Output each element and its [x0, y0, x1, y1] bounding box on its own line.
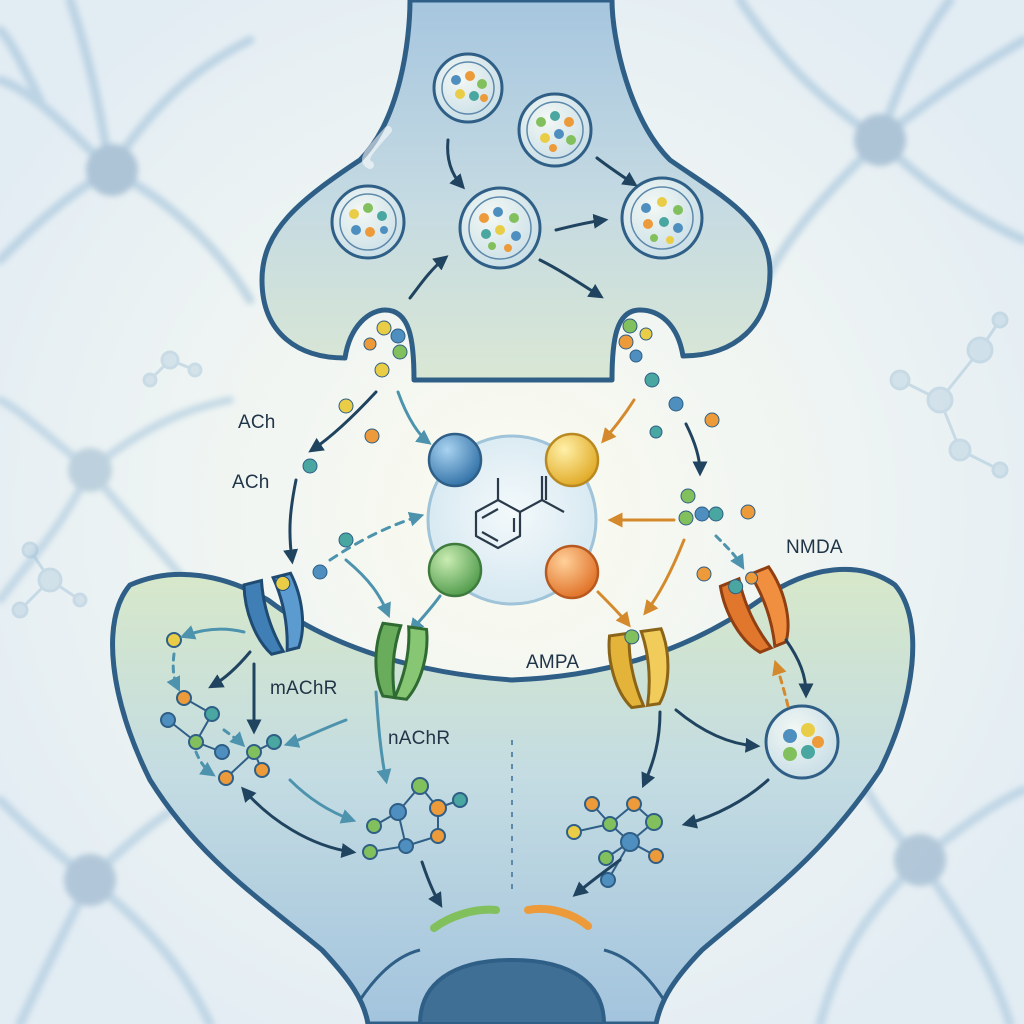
- nachr-receptor-icon: [374, 621, 429, 701]
- dendrite-core: [417, 957, 607, 1024]
- synaptic-vesicle-icon: [517, 92, 593, 168]
- vesicle-trafficking-arrows: [408, 138, 638, 300]
- release-arrows: [283, 390, 745, 634]
- ampa-label: AMPA: [526, 652, 580, 673]
- signaling-network-icon: [160, 632, 282, 786]
- signaling-network-icon: [566, 796, 664, 888]
- signaling-arrows: [166, 625, 814, 908]
- transmitter-sphere-green: [427, 542, 483, 598]
- ion-channel-segment-orange: [524, 905, 592, 930]
- synaptic-vesicle-icon: [764, 704, 840, 780]
- chemical-structure-icon: [474, 476, 565, 550]
- synaptic-vesicle-icon: [458, 186, 542, 270]
- ampa-receptor-icon: [607, 627, 670, 710]
- neurotransmitter-molecule-icon: [363, 318, 660, 388]
- transmitter-sphere-orange: [544, 544, 600, 600]
- machr-receptor-icon: [242, 571, 305, 656]
- synaptic-vesicle-icon: [330, 184, 406, 260]
- nmda-receptor-icon: [718, 565, 790, 654]
- membrane-line: [358, 948, 421, 1001]
- synaptic-vesicle-icon: [620, 176, 704, 260]
- membrane-highlight: [362, 126, 392, 169]
- ach-label-lower: ACh: [232, 472, 270, 493]
- neurotransmitter-molecule-icon: [302, 396, 756, 582]
- background-neuron-icon: [0, 0, 255, 305]
- background-molecule-icon: [11, 311, 1009, 619]
- nmda-label: NMDA: [786, 537, 843, 558]
- background-neuron-icon: [735, 0, 1024, 295]
- acetylcholine-sphere: [427, 432, 483, 488]
- signaling-network-icon: [362, 777, 468, 860]
- synaptic-vesicle-icon: [432, 52, 504, 124]
- membrane-line: [603, 948, 666, 1001]
- nachr-label: nAChR: [388, 728, 451, 749]
- glutamate-sphere-yellow: [544, 432, 600, 488]
- machr-label: mAChR: [270, 678, 338, 699]
- ion-channel-segment-green: [430, 905, 500, 932]
- ach-label-upper: ACh: [238, 412, 276, 433]
